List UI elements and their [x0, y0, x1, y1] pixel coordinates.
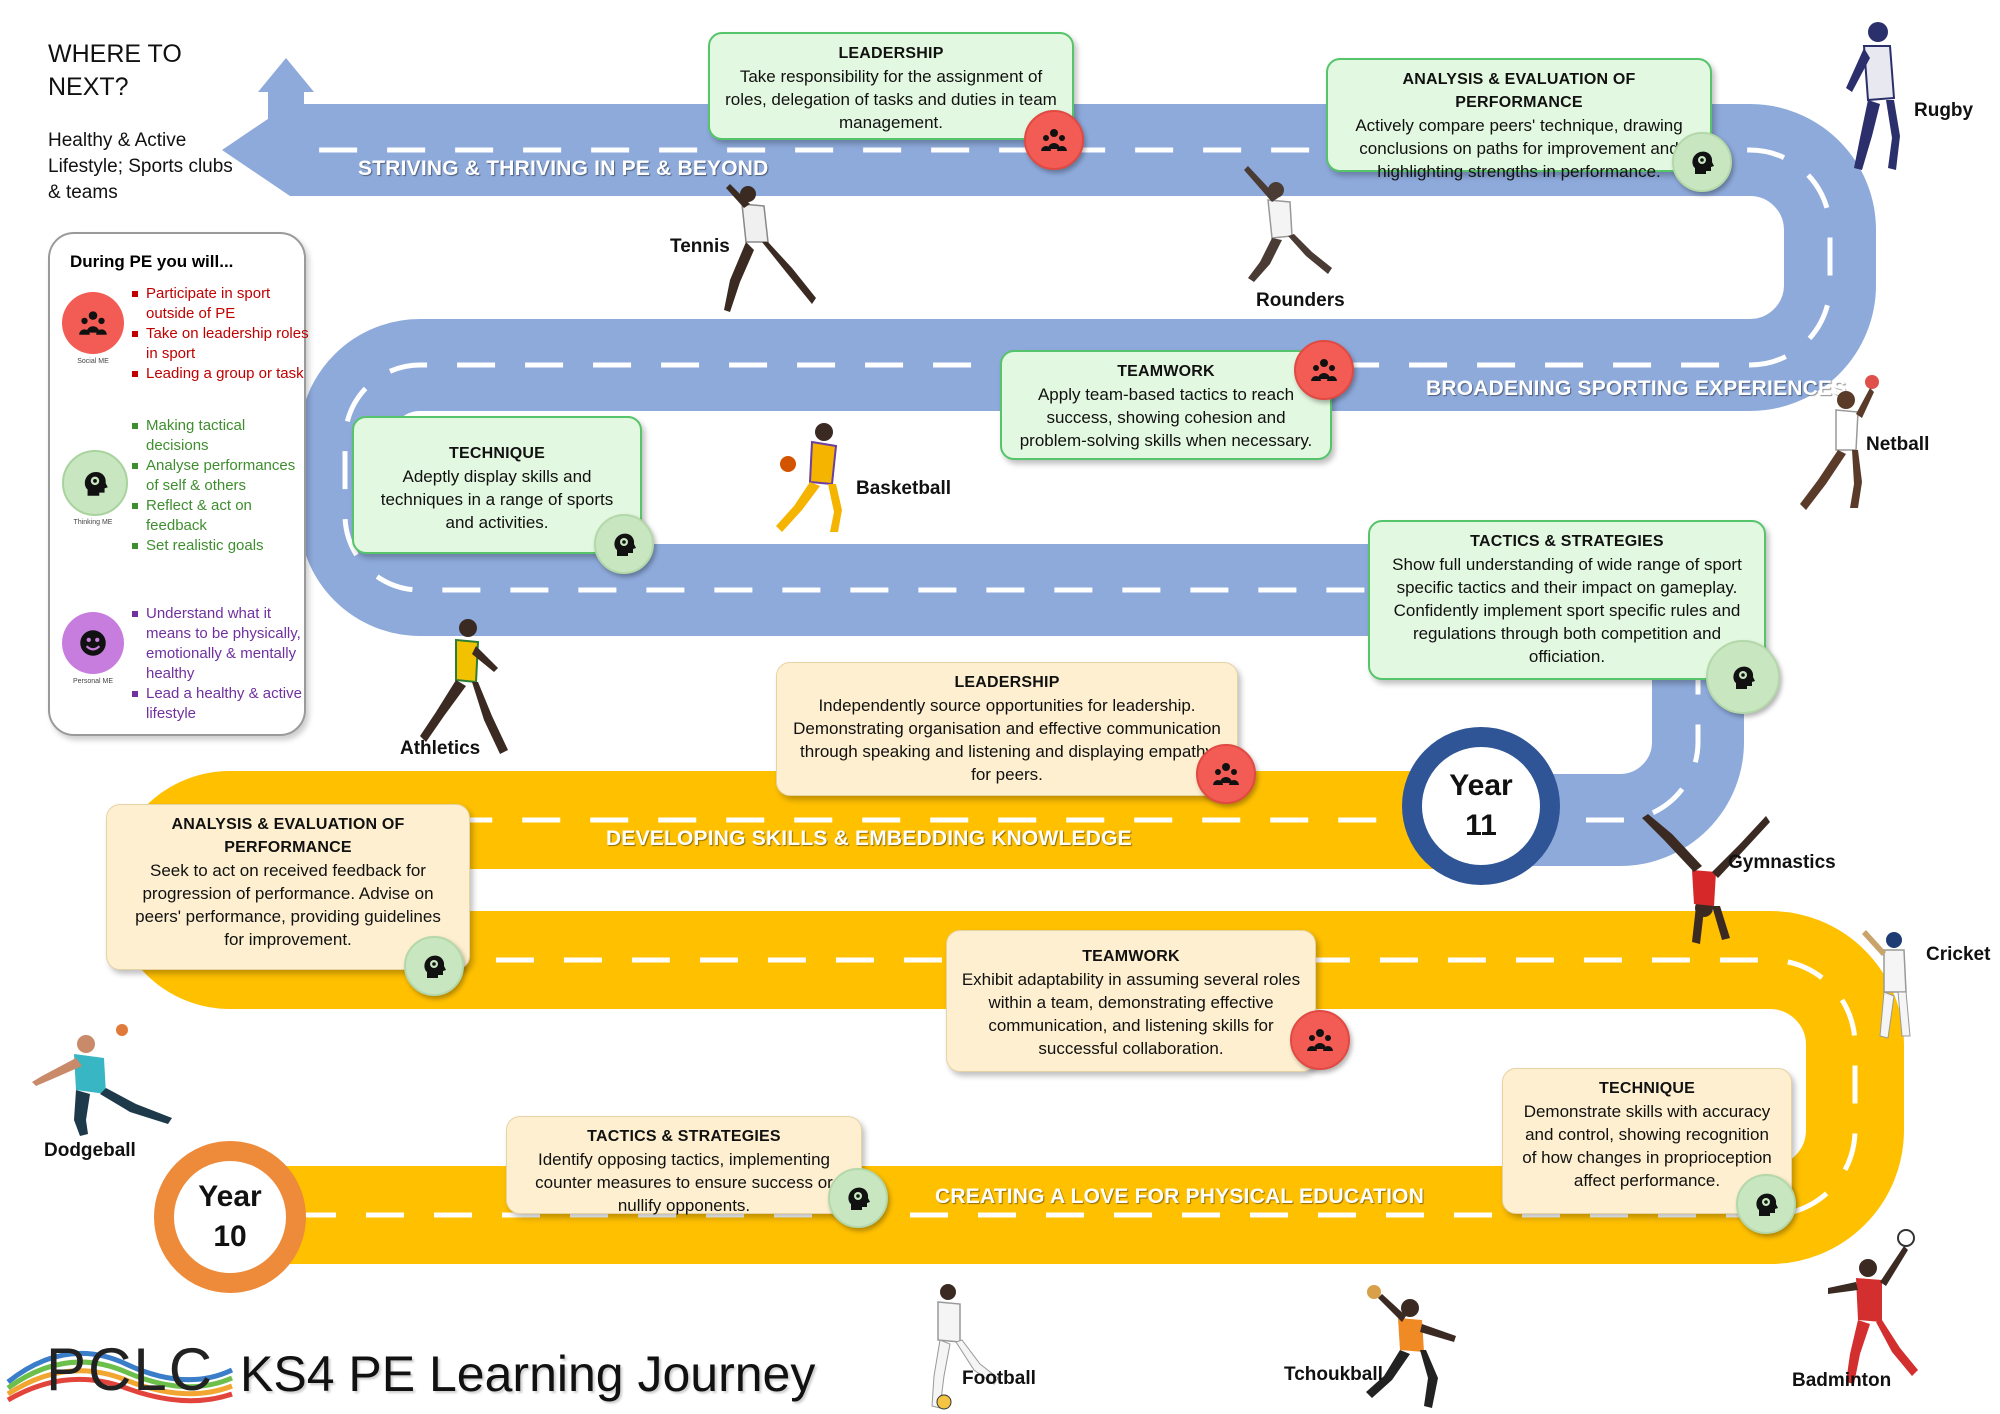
legend-item: Leading a group or task	[132, 364, 310, 384]
card-body: Independently source opportunities for l…	[793, 696, 1221, 784]
dodgeball-player-figure	[32, 1024, 172, 1136]
card-title: TEAMWORK	[1117, 363, 1215, 380]
social-me-icon	[1294, 340, 1354, 400]
card-analysis-y11: ANALYSIS & EVALUATION OF PERFORMANCE Act…	[1326, 58, 1712, 181]
legend-item: Understand what it means to be physicall…	[132, 604, 310, 684]
legend-item: Participate in sport outside of PE	[132, 284, 310, 324]
card-title: ANALYSIS & EVALUATION OF PERFORMANCE	[1402, 71, 1636, 111]
social-me-icon	[1196, 744, 1256, 804]
sport-label-badminton: Badminton	[1792, 1370, 1892, 1391]
legend-item: Take on leadership roles in sport	[132, 324, 310, 364]
sport-label-tchoukball: Tchoukball	[1284, 1364, 1383, 1385]
legend-item: Analyse performances of self & others	[132, 456, 310, 496]
thinking-me-icon	[594, 514, 654, 574]
social-me-icon	[62, 292, 124, 354]
card-title: LEADERSHIP	[954, 674, 1060, 691]
gymnastics-figure	[1642, 814, 1770, 944]
legend-caption-thinking: Thinking ME	[73, 519, 113, 526]
social-me-icon	[1290, 1010, 1350, 1070]
tennis-player-figure	[724, 184, 816, 312]
card-leadership-y11: LEADERSHIP Take responsibility for the a…	[708, 32, 1074, 140]
card-title: TECHNIQUE	[448, 445, 546, 462]
year-10-number: 10	[213, 1220, 247, 1253]
rugby-player-figure	[1846, 22, 1900, 170]
sport-label-gymnastics: Gymnastics	[1728, 852, 1836, 873]
personal-me-icon	[62, 612, 124, 674]
card-body: Identify opposing tactics, implementing …	[535, 1150, 833, 1215]
card-body: Exhibit adaptability in assuming several…	[961, 970, 1301, 1058]
card-tactics-y11: TACTICS & STRATEGIES Show full understan…	[1368, 520, 1766, 680]
football-player-figure	[931, 1284, 999, 1410]
card-title: TACTICS & STRATEGIES	[587, 1128, 781, 1145]
sport-label-rounders: Rounders	[1256, 290, 1345, 311]
card-analysis-y10: ANALYSIS & EVALUATION OF PERFORMANCE See…	[106, 804, 470, 970]
card-body: Actively compare peers' technique, drawi…	[1355, 116, 1683, 181]
page-title: KS4 PE Learning Journey	[240, 1346, 816, 1402]
rounders-player-figure	[1244, 166, 1332, 282]
tchoukball-player-figure	[1366, 1285, 1456, 1408]
basketball-player-figure	[776, 423, 842, 532]
legend-item: Lead a healthy & active lifestyle	[132, 684, 310, 724]
card-technique-y11: TECHNIQUE Adeptly display skills and tec…	[352, 416, 642, 554]
card-body: Adeptly display skills and techniques in…	[380, 467, 614, 532]
thinking-me-icon	[828, 1168, 888, 1228]
thinking-me-icon	[1706, 640, 1780, 714]
legend-panel: During PE you will... Social ME Particip…	[48, 232, 309, 736]
where-to-next-body: Healthy & Active Lifestyle; Sports clubs…	[48, 130, 233, 203]
legend-heading: During PE you will...	[70, 252, 234, 271]
card-title: ANALYSIS & EVALUATION OF PERFORMANCE	[171, 816, 405, 856]
thinking-me-icon	[1672, 132, 1732, 192]
thinking-me-icon	[1736, 1174, 1796, 1234]
year-11-number: 11	[1465, 809, 1497, 842]
netball-player-figure	[1800, 375, 1879, 510]
card-teamwork-y11: TEAMWORK Apply team-based tactics to rea…	[1000, 350, 1332, 460]
blue-road	[222, 58, 1876, 866]
legend-caption-social: Social ME	[77, 358, 109, 365]
social-me-icon	[1024, 110, 1084, 170]
card-body: Demonstrate skills with accuracy and con…	[1522, 1102, 1772, 1190]
year-11-marker: Year 11	[1402, 727, 1560, 885]
legend-caption-personal: Personal ME	[72, 678, 114, 685]
card-title: TEAMWORK	[1082, 948, 1180, 965]
thinking-me-icon	[62, 450, 128, 516]
year-10-marker: Year 10	[154, 1141, 306, 1293]
card-leadership-y10: LEADERSHIP Independently source opportun…	[776, 662, 1238, 796]
sport-label-cricket: Cricket	[1926, 944, 1991, 965]
legend-list-personal: Understand what it means to be physicall…	[132, 604, 310, 724]
legend-item: Making tactical decisions	[132, 416, 310, 456]
pclc-logo: PCLC	[6, 1336, 234, 1404]
card-body: Show full understanding of wide range of…	[1392, 555, 1742, 666]
year-10-label: Year	[198, 1180, 262, 1213]
sport-label-athletics: Athletics	[400, 738, 481, 759]
legend-list-thinking: Making tactical decisions Analyse perfor…	[132, 416, 310, 556]
card-title: LEADERSHIP	[838, 45, 944, 62]
legend-item: Reflect & act on feedback	[132, 496, 310, 536]
road-label-creating: CREATING A LOVE FOR PHYSICAL EDUCATION	[935, 1185, 1425, 1208]
road-label-developing: DEVELOPING SKILLS & EMBEDDING KNOWLEDGE	[606, 827, 1132, 850]
sport-label-dodgeball: Dodgeball	[44, 1140, 136, 1161]
road-label-broadening: BROADENING SPORTING EXPERIENCES	[1426, 377, 1847, 400]
legend-list-social: Participate in sport outside of PE Take …	[132, 284, 310, 384]
card-body: Apply team-based tactics to reach succes…	[1019, 385, 1313, 450]
sport-label-basketball: Basketball	[856, 478, 952, 499]
card-teamwork-y10: TEAMWORK Exhibit adaptability in assumin…	[946, 930, 1316, 1072]
legend-item: Set realistic goals	[132, 536, 310, 556]
where-to-next-title: WHERE TO NEXT?	[48, 40, 182, 101]
svg-text:PCLC: PCLC	[46, 1336, 214, 1403]
card-body: Seek to act on received feedback for pro…	[135, 861, 441, 949]
card-tactics-y10: TACTICS & STRATEGIES Identify opposing t…	[506, 1116, 862, 1215]
year-11-label: Year	[1449, 769, 1513, 802]
cricket-player-figure	[1862, 930, 1911, 1039]
card-title: TACTICS & STRATEGIES	[1470, 533, 1664, 550]
badminton-player-figure	[1828, 1229, 1918, 1384]
sport-label-football: Football	[962, 1368, 1036, 1389]
road-label-striving: STRIVING & THRIVING IN PE & BEYOND	[358, 157, 769, 180]
sport-label-netball: Netball	[1866, 434, 1930, 455]
sport-label-tennis: Tennis	[670, 236, 730, 257]
card-body: Take responsibility for the assignment o…	[725, 67, 1057, 132]
athletics-runner-figure	[420, 619, 508, 754]
thinking-me-icon	[404, 936, 464, 996]
card-title: TECHNIQUE	[1598, 1080, 1696, 1097]
sport-label-rugby: Rugby	[1914, 100, 1974, 121]
